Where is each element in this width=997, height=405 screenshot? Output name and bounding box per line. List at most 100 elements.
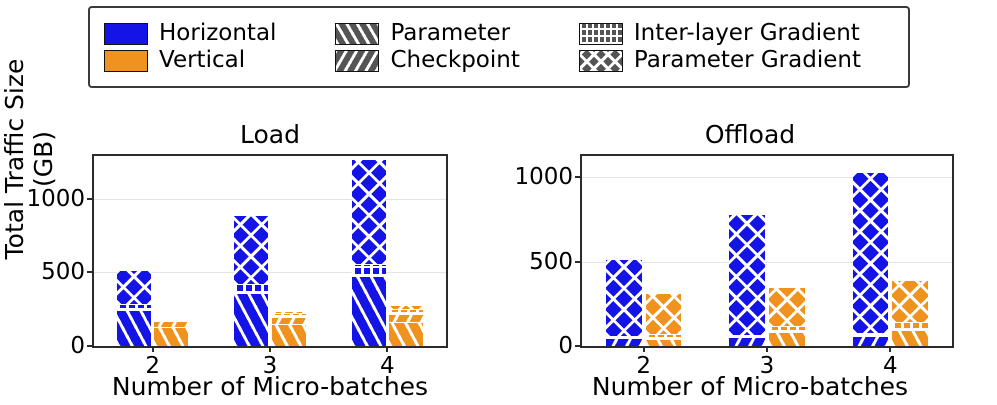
bar-segment-parameter	[892, 330, 928, 346]
bar-segment-parameter-gradient	[351, 158, 386, 264]
y-tick-mark	[87, 345, 94, 347]
y-tick-label: 0	[70, 333, 85, 359]
panel-title-offload: Offload	[704, 120, 796, 149]
plot-area-load: 0 500 1000 2 3 4	[26, 154, 448, 379]
bar-vertical-3	[271, 311, 306, 346]
bar-segment-inter-layer-gradient	[234, 283, 269, 293]
bar-segment-checkpoint	[154, 321, 189, 328]
x-tick-mark	[151, 346, 154, 352]
gridline	[94, 198, 446, 200]
legend-item-parameter: Parameter	[335, 22, 552, 45]
gridline	[94, 272, 446, 274]
inter-layer-gradient-hatch-swatch	[578, 22, 623, 45]
bar-segment-parameter	[645, 339, 682, 346]
legend-item-parameter-gradient: Parameter Gradient	[578, 47, 894, 73]
legend-item-vertical: Vertical	[104, 49, 309, 72]
legend-label-checkpoint: Checkpoint	[390, 47, 520, 73]
bar-segment-inter-layer-gradient	[351, 263, 386, 276]
y-tick-mark	[575, 345, 582, 347]
x-tick-label: 3	[759, 353, 775, 379]
blue-color-swatch	[104, 22, 148, 45]
bar-segment-inter-layer-gradient	[645, 334, 682, 340]
y-axis-label: Total Traffic Size (GB)	[0, 58, 58, 260]
x-tick-mark	[889, 346, 892, 352]
bar-horizontal-4	[852, 171, 889, 346]
x-tick-label: 4	[380, 353, 395, 379]
bar-segment-checkpoint	[271, 316, 306, 324]
bar-horizontal-3	[234, 214, 269, 346]
bar-segment-checkpoint	[389, 313, 424, 322]
x-tick-mark	[269, 346, 271, 352]
bar-vertical-2	[154, 317, 189, 346]
bar-vertical-4	[389, 305, 424, 346]
checkpoint-hatch-swatch	[335, 49, 380, 72]
bar-segment-parameter	[768, 332, 805, 346]
bar-segment-inter-layer-gradient	[729, 335, 766, 337]
parameter-hatch-swatch	[335, 22, 380, 45]
legend-label-vertical: Vertical	[159, 47, 246, 73]
y-tick-label: 500	[41, 259, 85, 286]
bar-segment-parameter-gradient	[116, 270, 151, 304]
bar-segment-checkpoint	[852, 335, 889, 346]
legend-label-parameter-gradient: Parameter Gradient	[633, 47, 861, 73]
orange-color-swatch	[104, 49, 148, 72]
bar-segment-inter-layer-gradient	[271, 312, 306, 317]
x-tick-label: 2	[145, 353, 160, 379]
bar-segment-parameter-gradient	[852, 171, 889, 334]
bar-segment-inter-layer-gradient	[852, 333, 889, 336]
x-tick-label: 2	[636, 353, 651, 379]
bar-segment-parameter-gradient	[606, 259, 642, 337]
bar-segment-inter-layer-gradient	[768, 326, 805, 333]
legend-label-horizontal: Horizontal	[159, 20, 277, 46]
x-tick-label: 3	[262, 353, 278, 379]
bar-segment-parameter-gradient	[729, 214, 766, 336]
legend-label-parameter: Parameter	[390, 20, 511, 46]
legend: Horizontal Parameter Inter-layer Gradien…	[88, 6, 910, 88]
bar-segment-parameter-gradient	[154, 317, 189, 319]
bar-segment-inter-layer-gradient	[154, 318, 189, 322]
legend-item-inter-layer-gradient: Inter-layer Gradient	[578, 20, 894, 46]
bar-horizontal-2	[116, 270, 151, 346]
bar-segment-parameter	[234, 292, 269, 346]
bar-segment-parameter-gradient	[892, 280, 928, 322]
bar-segment-parameter-gradient	[768, 286, 805, 327]
panel-load: Load 0 500 1000 2 3 4 Number of Micro-batches	[26, 120, 480, 405]
gridline	[582, 177, 952, 179]
bar-segment-checkpoint	[729, 336, 766, 346]
legend-grid: Horizontal Parameter Inter-layer Gradien…	[90, 16, 908, 78]
y-tick-label: 0	[558, 333, 573, 359]
x-axis-label-load: Number of Micro-batches	[111, 372, 429, 401]
bar-segment-parameter	[154, 327, 189, 346]
y-tick-mark	[575, 260, 582, 263]
bar-vertical-4	[892, 280, 928, 346]
bar-segment-parameter-gradient	[234, 214, 269, 284]
bar-segment-inter-layer-gradient	[389, 309, 424, 314]
x-tick-mark	[766, 346, 768, 352]
y-tick-label: 500	[529, 248, 573, 275]
y-tick-mark	[87, 197, 94, 200]
bar-segment-parameter-gradient	[271, 311, 306, 313]
legend-label-inter-layer-gradient: Inter-layer Gradient	[633, 20, 860, 46]
y-tick-label: 1000	[26, 185, 85, 212]
bar-segment-parameter	[271, 323, 306, 346]
bar-vertical-2	[645, 292, 682, 346]
legend-item-checkpoint: Checkpoint	[335, 49, 552, 72]
bar-segment-inter-layer-gradient	[116, 303, 151, 310]
x-axis-label-offload: Number of Micro-batches	[591, 372, 909, 401]
y-tick-mark	[87, 271, 94, 274]
bar-segment-checkpoint	[606, 337, 642, 346]
x-tick-mark	[642, 346, 645, 352]
legend-item-horizontal: Horizontal	[104, 22, 309, 45]
bar-segment-inter-layer-gradient	[892, 321, 928, 331]
bar-horizontal-3	[729, 214, 766, 346]
bar-segment-parameter	[116, 309, 151, 346]
panel-title-load: Load	[240, 120, 300, 149]
bar-segment-inter-layer-gradient	[606, 336, 642, 338]
bar-segment-parameter	[351, 275, 386, 346]
y-tick-label: 1000	[514, 164, 573, 191]
bar-segment-parameter-gradient	[389, 305, 424, 310]
bar-vertical-3	[768, 286, 805, 346]
